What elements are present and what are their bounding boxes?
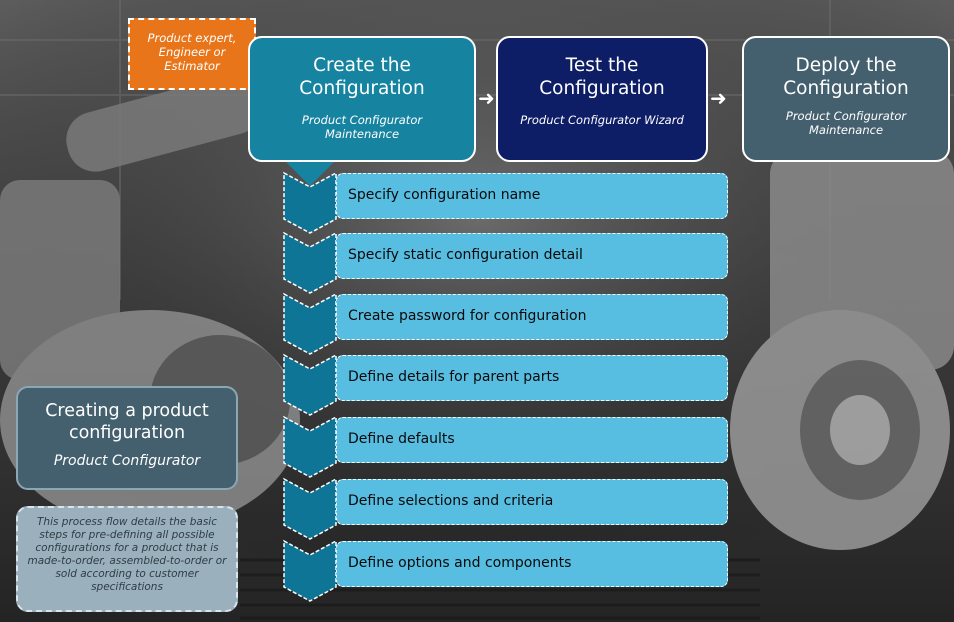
step-label: Define selections and criteria — [348, 493, 554, 509]
step-label: Define options and components — [348, 555, 572, 571]
summary-subtitle: Product Configurator — [53, 453, 201, 469]
role-callout-text: Product expert, Engineer or Estimator — [147, 31, 237, 73]
phase-title: Test the — [565, 55, 639, 76]
description-text: This process flow details the basic step… — [27, 516, 227, 593]
phase-subtitle: Product Configurator Wizard — [520, 113, 684, 127]
step-box: Define details for parent parts — [336, 355, 728, 401]
phase-title: Create the — [313, 55, 411, 76]
role-callout: Product expert, Engineer or Estimator — [128, 18, 256, 90]
step-label: Create password for configuration — [348, 308, 587, 324]
create-box-pointer — [284, 160, 336, 186]
phase-title: Configuration — [539, 78, 665, 99]
phase-subtitle: Product Configurator — [785, 109, 907, 123]
step-chevron — [283, 292, 337, 355]
phase-subtitle: Maintenance — [808, 123, 884, 137]
phase-subtitle: Maintenance — [324, 127, 400, 141]
step-box: Define options and components — [336, 541, 728, 587]
step-label: Define defaults — [348, 431, 455, 447]
phase-title: Deploy the — [795, 55, 897, 76]
step-box: Specify configuration name — [336, 173, 728, 219]
step-label: Specify configuration name — [348, 187, 541, 203]
summary-title: Creating a product — [45, 401, 209, 421]
step-chevron — [283, 415, 337, 478]
step-label: Specify static configuration detail — [348, 247, 583, 263]
phase-title: Configuration — [783, 78, 909, 99]
step-chevron — [283, 231, 337, 294]
step-chevron — [283, 477, 337, 540]
arrow-right-icon: ➜ — [478, 86, 495, 110]
step-box: Define selections and criteria — [336, 479, 728, 525]
step-chevron — [283, 539, 337, 602]
phase-title: Configuration — [299, 78, 425, 99]
step-label: Define details for parent parts — [348, 369, 560, 385]
summary-title: configuration — [68, 423, 186, 443]
description-box: This process flow details the basic step… — [16, 506, 238, 612]
phase-subtitle: Product Configurator — [301, 113, 423, 127]
step-chevron — [283, 171, 337, 234]
arrow-right-icon: ➜ — [710, 86, 727, 110]
step-box: Define defaults — [336, 417, 728, 463]
step-box: Specify static configuration detail — [336, 233, 728, 279]
step-box: Create password for configuration — [336, 294, 728, 340]
step-chevron — [283, 353, 337, 416]
